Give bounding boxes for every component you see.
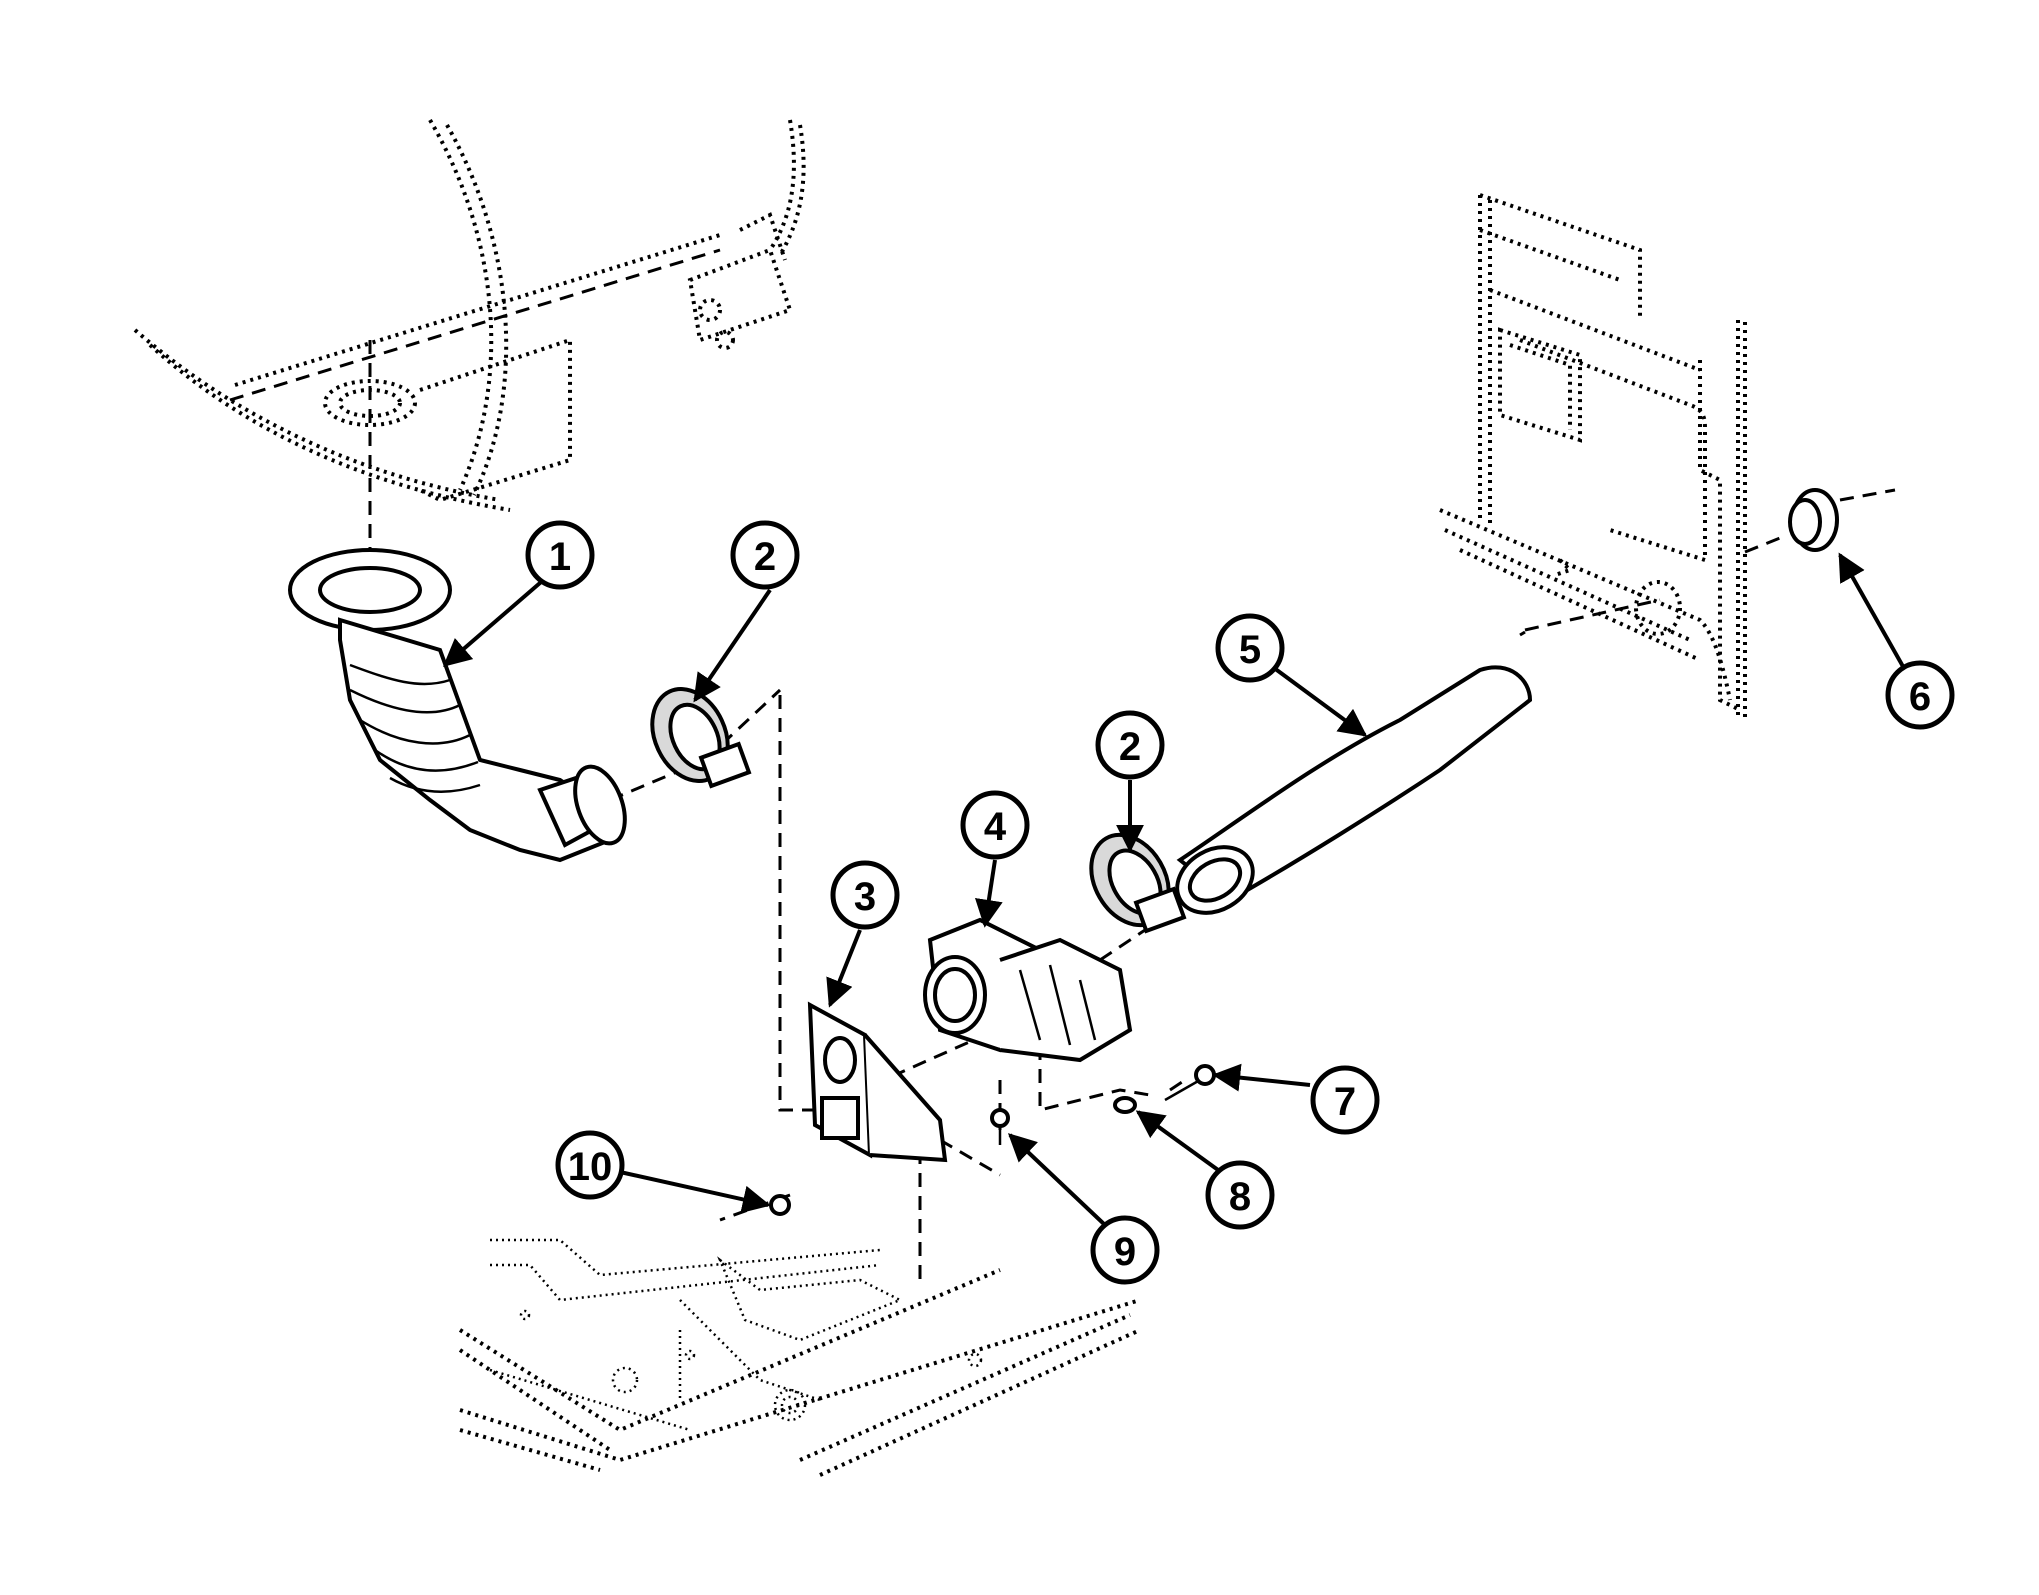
drain-bellows bbox=[288, 548, 627, 863]
svg-text:4: 4 bbox=[984, 805, 1007, 849]
hose-clamp-upper bbox=[650, 687, 752, 789]
svg-text:8: 8 bbox=[1229, 1175, 1251, 1219]
washer-8 bbox=[1113, 1096, 1137, 1114]
svg-text:6: 6 bbox=[1909, 675, 1931, 719]
drain-hose bbox=[1175, 665, 1533, 915]
callout-5: 5 bbox=[1215, 613, 1368, 737]
callout-10: 10 bbox=[555, 1130, 771, 1214]
cabinet-panel bbox=[1439, 193, 1747, 722]
mounting-bracket bbox=[807, 1001, 948, 1163]
svg-text:2: 2 bbox=[754, 535, 776, 579]
callout-2-lower: 2 bbox=[1095, 710, 1165, 853]
callout-6: 6 bbox=[1838, 552, 1955, 730]
callout-4: 4 bbox=[960, 790, 1030, 928]
svg-text:7: 7 bbox=[1334, 1080, 1356, 1124]
nut-10 bbox=[769, 1194, 791, 1216]
svg-text:9: 9 bbox=[1114, 1230, 1136, 1274]
callout-3: 3 bbox=[826, 860, 900, 1008]
grommet bbox=[1788, 488, 1839, 552]
callout-7: 7 bbox=[1212, 1063, 1380, 1135]
base-frame bbox=[458, 1238, 1141, 1477]
callout-8: 8 bbox=[1135, 1110, 1275, 1230]
svg-text:3: 3 bbox=[854, 875, 876, 919]
svg-text:2: 2 bbox=[1119, 725, 1141, 769]
tub-housing bbox=[133, 118, 806, 512]
svg-text:10: 10 bbox=[568, 1145, 613, 1189]
drain-pump bbox=[923, 917, 1133, 1063]
callout-1: 1 bbox=[442, 520, 595, 667]
svg-text:1: 1 bbox=[549, 535, 571, 579]
callout-2-upper: 2 bbox=[693, 520, 800, 703]
screw-9 bbox=[990, 1108, 1010, 1145]
svg-text:5: 5 bbox=[1239, 628, 1261, 672]
screw-7 bbox=[1164, 1064, 1216, 1102]
hose-clamp-lower bbox=[1089, 832, 1187, 934]
callout-9: 9 bbox=[1007, 1133, 1160, 1285]
